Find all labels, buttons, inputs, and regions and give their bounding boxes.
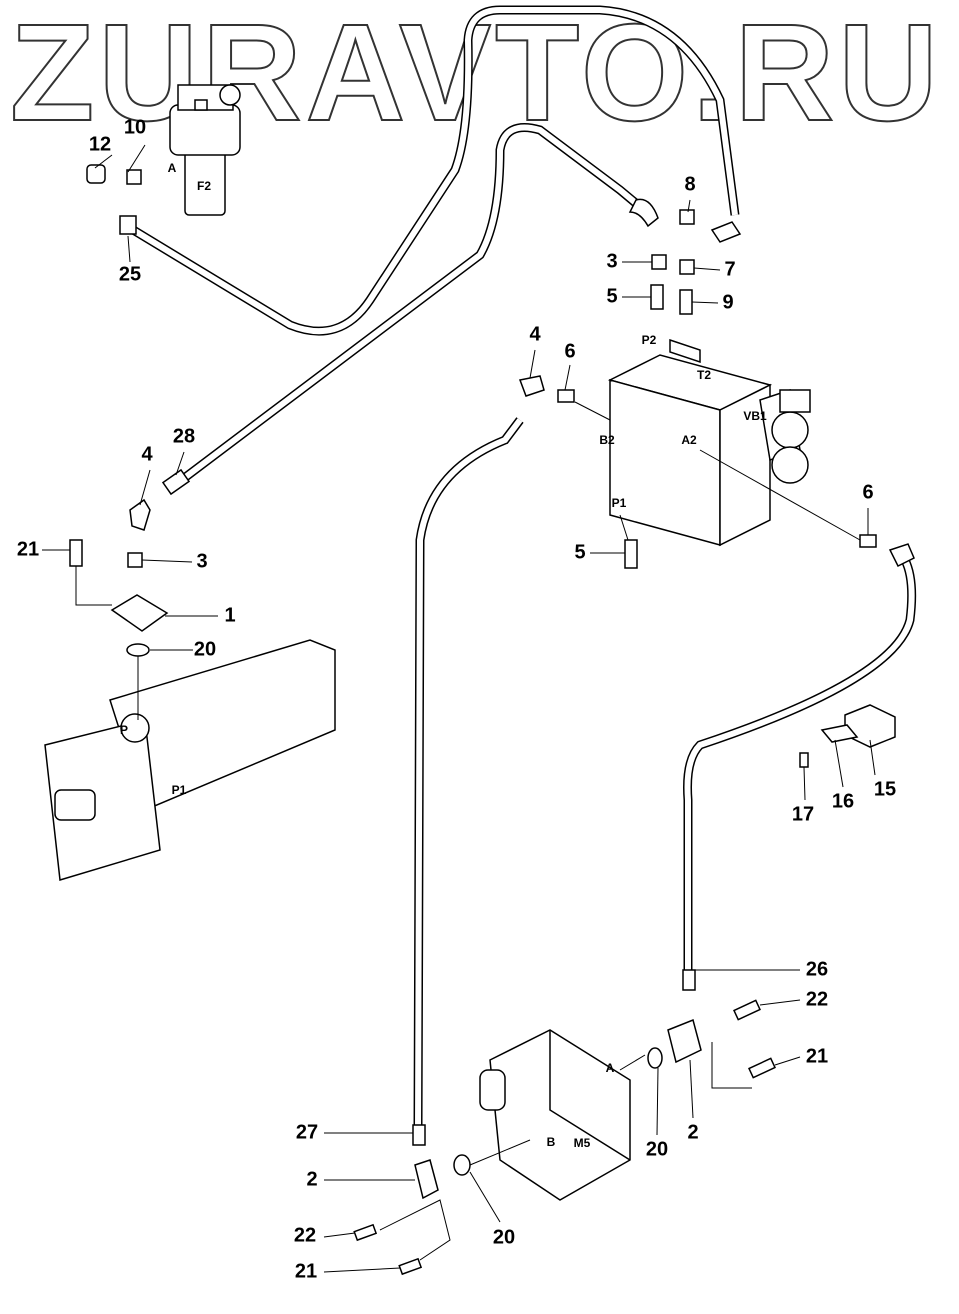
callout-27: 27 [295, 1121, 319, 1144]
callout-5: 5 [606, 285, 618, 308]
callout-3: 3 [196, 550, 208, 573]
callout-16: 16 [831, 790, 855, 813]
hose-27 [413, 417, 524, 1131]
port-label-p: P [119, 723, 129, 737]
callout-2: 2 [687, 1121, 699, 1144]
callout-5: 5 [574, 541, 586, 564]
callout-20: 20 [193, 638, 217, 661]
port-label-b: B [546, 1135, 556, 1149]
callout-21: 21 [294, 1260, 318, 1283]
component-label-p1: P1 [171, 783, 187, 797]
callout-4: 4 [141, 443, 153, 466]
callout-15: 15 [873, 778, 897, 801]
port-label-p1: P1 [611, 496, 627, 510]
valve-block [607, 338, 811, 547]
motor-m5 [453, 1029, 663, 1201]
port-label-t2: T2 [696, 368, 712, 382]
callout-21: 21 [16, 538, 40, 561]
fittings [69, 164, 915, 1146]
callout-6: 6 [862, 481, 874, 504]
callout-20: 20 [645, 1138, 669, 1161]
hose-26 [683, 557, 917, 980]
small-parts [353, 704, 896, 1276]
port-label-a: A [167, 161, 177, 175]
callout-1: 1 [224, 604, 236, 627]
callout-7: 7 [724, 258, 736, 281]
callout-17: 17 [791, 803, 815, 826]
callout-9: 9 [722, 291, 734, 314]
callout-26: 26 [805, 958, 829, 981]
callout-12: 12 [88, 133, 112, 156]
callout-8: 8 [684, 173, 696, 196]
component-label-vb1: VB1 [743, 409, 767, 423]
callout-2: 2 [306, 1168, 318, 1191]
leader-lines [42, 144, 876, 1273]
callout-6: 6 [564, 340, 576, 363]
callout-4: 4 [529, 323, 541, 346]
callout-22: 22 [293, 1224, 317, 1247]
callout-3: 3 [606, 250, 618, 273]
callout-20: 20 [492, 1226, 516, 1249]
callout-25: 25 [118, 263, 142, 286]
callout-10: 10 [123, 116, 147, 139]
port-label-a2: A2 [681, 433, 697, 447]
callout-22: 22 [805, 988, 829, 1011]
component-label-m5: M5 [573, 1136, 591, 1150]
callout-28: 28 [172, 425, 196, 448]
filter-f2 [169, 84, 241, 216]
pump-p1 [44, 639, 336, 881]
component-label-f2: F2 [196, 179, 212, 193]
port-label-p2: P2 [641, 333, 657, 347]
callout-21: 21 [805, 1045, 829, 1068]
port-label-a: A [605, 1061, 615, 1075]
port-label-b2: B2 [599, 433, 615, 447]
